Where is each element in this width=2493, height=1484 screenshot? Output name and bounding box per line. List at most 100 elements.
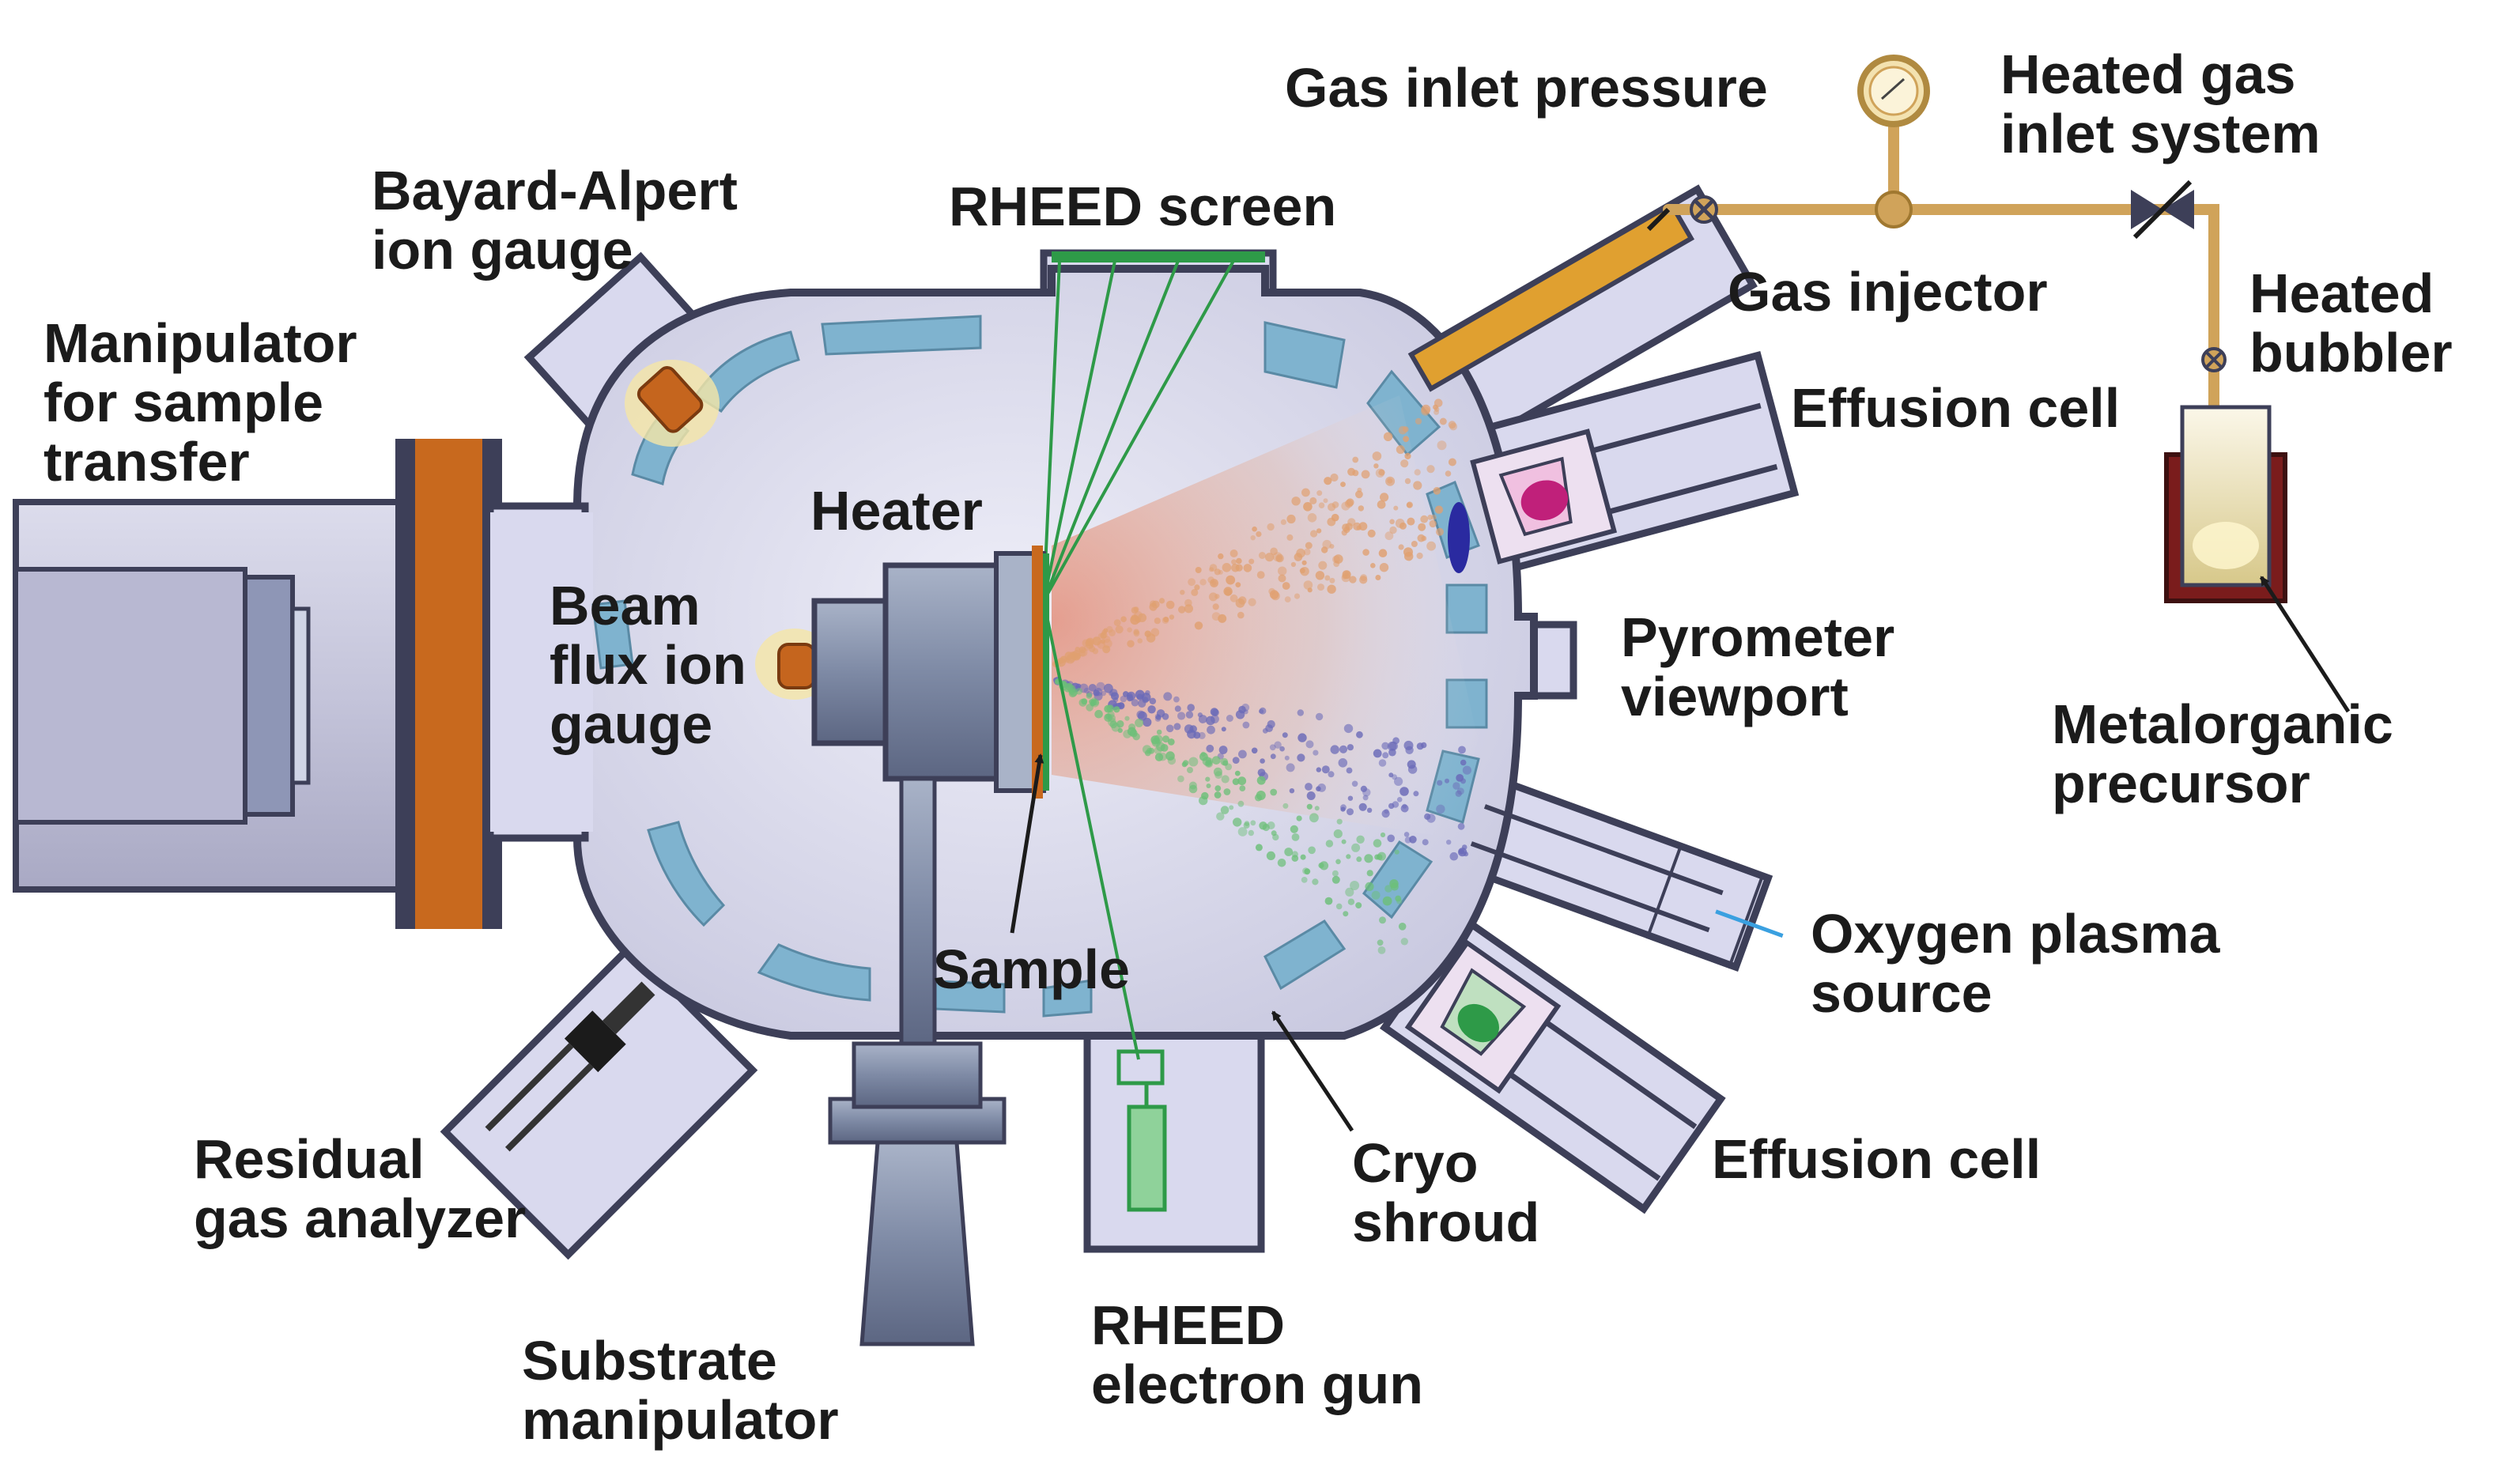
- beam-particle: [1457, 822, 1465, 830]
- beam-particle: [1418, 523, 1426, 531]
- beam-particle: [1092, 648, 1099, 655]
- beam-particle: [1416, 552, 1423, 560]
- svg-text:for sample: for sample: [43, 372, 323, 433]
- beam-particle: [1286, 534, 1294, 541]
- beam-particle: [1230, 549, 1238, 557]
- beam-particle: [1181, 761, 1188, 768]
- beam-particle: [1385, 476, 1396, 486]
- beam-particle: [1335, 859, 1341, 865]
- beam-particle: [1294, 593, 1301, 599]
- beam-particle: [1319, 861, 1329, 870]
- label-effusion-cell-bottom: Effusion cell: [1712, 1128, 2041, 1190]
- beam-particle: [1291, 851, 1298, 858]
- beam-particle: [1361, 470, 1370, 479]
- beam-particle: [1341, 839, 1347, 844]
- beam-particle: [1365, 882, 1374, 891]
- beam-particle: [1426, 465, 1435, 474]
- beam-particle: [1420, 515, 1429, 523]
- beam-particle: [1206, 716, 1215, 726]
- beam-particle: [1267, 821, 1275, 829]
- svg-text:Gas injector: Gas injector: [1728, 261, 2048, 323]
- beam-particle: [1194, 621, 1203, 630]
- beam-particle: [1066, 655, 1075, 664]
- beam-particle: [1347, 898, 1355, 905]
- beam-particle: [1372, 451, 1382, 461]
- beam-particle: [1333, 829, 1343, 839]
- beam-particle: [1340, 804, 1347, 811]
- beam-particle: [1144, 750, 1151, 757]
- gas-valves: [1646, 179, 2227, 372]
- beam-particle: [1229, 805, 1234, 810]
- beam-particle: [1282, 802, 1289, 809]
- label-beam-flux: Beam flux ion gauge: [550, 575, 746, 755]
- beam-particle: [1351, 843, 1361, 852]
- beam-particle: [1439, 417, 1447, 425]
- beam-particle: [1304, 868, 1311, 875]
- transfer-flange: [395, 439, 502, 929]
- beam-particle: [1324, 897, 1333, 905]
- beam-particle: [1150, 600, 1157, 607]
- beam-particle: [1271, 830, 1277, 836]
- svg-text:shroud: shroud: [1352, 1191, 1539, 1253]
- beam-particle: [1096, 682, 1105, 691]
- beam-particle: [1388, 772, 1394, 778]
- beam-particle: [1384, 885, 1392, 893]
- beam-particle: [1291, 833, 1300, 841]
- beam-particle: [1452, 782, 1460, 790]
- beam-particle: [1389, 519, 1395, 525]
- beam-particle: [1407, 517, 1415, 526]
- beam-particle: [1358, 505, 1365, 512]
- beam-particle: [1242, 721, 1250, 729]
- beam-particle: [1184, 604, 1193, 614]
- beam-particle: [1133, 629, 1139, 635]
- svg-text:Pyrometer: Pyrometer: [1621, 606, 1894, 668]
- beam-particle: [1188, 784, 1198, 794]
- beam-particle: [1180, 590, 1185, 595]
- label-manipulator-sample-transfer: Manipulator for sample transfer: [43, 312, 357, 493]
- beam-particle: [1154, 753, 1164, 761]
- beam-particle: [1195, 567, 1202, 573]
- svg-text:RHEED: RHEED: [1091, 1294, 1285, 1356]
- beam-particle: [1143, 717, 1152, 727]
- beam-particle: [1331, 870, 1339, 877]
- beam-particle: [1399, 787, 1409, 796]
- beam-particle: [1237, 827, 1248, 836]
- beam-particle: [1117, 727, 1123, 734]
- beam-particle: [1336, 818, 1343, 825]
- beam-particle: [1239, 785, 1246, 791]
- beam-particle: [1407, 760, 1416, 769]
- beam-particle: [1350, 881, 1360, 890]
- beam-particle: [1317, 583, 1324, 591]
- beam-particle: [1394, 776, 1403, 787]
- heated-bubbler: [2164, 405, 2287, 603]
- beam-particle: [1403, 832, 1410, 837]
- beam-particle: [1243, 822, 1250, 829]
- beam-particle: [1238, 750, 1247, 759]
- beam-particle: [1345, 887, 1354, 897]
- beam-particle: [1069, 688, 1078, 697]
- beam-particle: [1366, 870, 1373, 877]
- svg-text:bubbler: bubbler: [2249, 322, 2453, 383]
- beam-particle: [1395, 519, 1405, 528]
- label-bayard-alpert: Bayard-Alpert ion gauge: [372, 160, 738, 281]
- beam-particle: [1377, 939, 1384, 946]
- svg-text:Residual: Residual: [194, 1128, 425, 1190]
- beam-particle: [1269, 590, 1279, 599]
- beam-particle: [1235, 598, 1245, 608]
- beam-particle: [1373, 463, 1379, 469]
- effusion-cell-top: [1470, 402, 1778, 565]
- beam-particles: [1052, 398, 1471, 954]
- beam-particle: [1256, 776, 1266, 785]
- beam-particle: [1248, 558, 1255, 565]
- beam-particle: [1330, 745, 1339, 754]
- beam-particle: [1362, 788, 1371, 797]
- beam-particle: [1113, 619, 1121, 626]
- beam-particle: [1366, 807, 1373, 813]
- beam-particle: [1316, 767, 1322, 772]
- beam-particle: [1142, 697, 1149, 704]
- beam-particle: [1088, 684, 1097, 692]
- beam-particle: [1269, 744, 1276, 751]
- beam-particle: [1347, 808, 1354, 816]
- beam-particle: [1347, 795, 1354, 801]
- beam-particle: [1286, 763, 1295, 772]
